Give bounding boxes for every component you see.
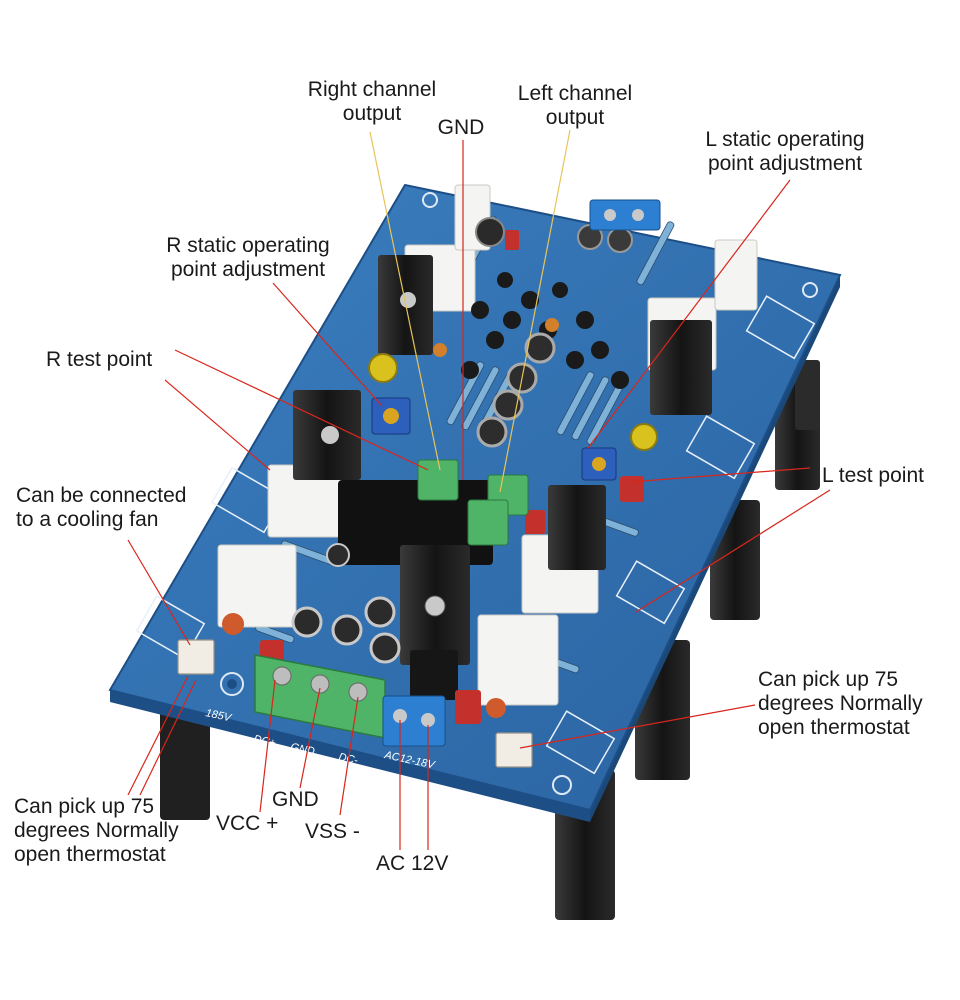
- label-ac-12v: AC 12V: [376, 852, 449, 875]
- silk-dc-plus: DC+: [252, 733, 277, 749]
- label-l-static-adjustment: L static operating point adjustment: [705, 128, 865, 175]
- label-left-channel-output: Left channel output: [517, 82, 633, 129]
- mounting-holes: [220, 192, 818, 795]
- ac-terminal-block: [382, 695, 446, 747]
- leader-lines-yellow: [369, 129, 571, 493]
- label-l-test-point: L test point: [822, 464, 924, 487]
- silk-gnd: GND: [289, 741, 315, 758]
- label-gnd-top: GND: [437, 116, 485, 139]
- film-capacitors: [222, 230, 644, 724]
- trimmer-pots: [371, 397, 617, 481]
- top-blue-terminal: [589, 199, 661, 231]
- label-r-static-adjustment: R static operating point adjustment: [166, 234, 330, 281]
- pcb-edge: [110, 690, 590, 822]
- power-terminal-block: [254, 654, 386, 739]
- label-vcc-plus: VCC +: [216, 812, 279, 835]
- transistor-heatsinks: [293, 255, 712, 700]
- label-gnd-bottom: GND: [272, 788, 319, 811]
- capacitors: [291, 217, 658, 664]
- white-connectors: [177, 639, 533, 768]
- leader-lines-red: [127, 140, 831, 850]
- label-vss-minus: VSS -: [305, 820, 360, 843]
- label-right-channel-output: Right channel output: [307, 78, 437, 125]
- label-thermostat-left: Can pick up 75 degrees Normally open the…: [14, 795, 179, 866]
- label-r-test-point: R test point: [46, 348, 153, 371]
- silkscreen-frames: [135, 295, 816, 775]
- label-cooling-fan: Can be connected to a cooling fan: [16, 484, 187, 531]
- label-thermostat-right: Can pick up 75 degrees Normally open the…: [758, 668, 923, 739]
- resistor-arrays: [255, 215, 675, 674]
- silk-fan-volt: 185V: [204, 707, 233, 724]
